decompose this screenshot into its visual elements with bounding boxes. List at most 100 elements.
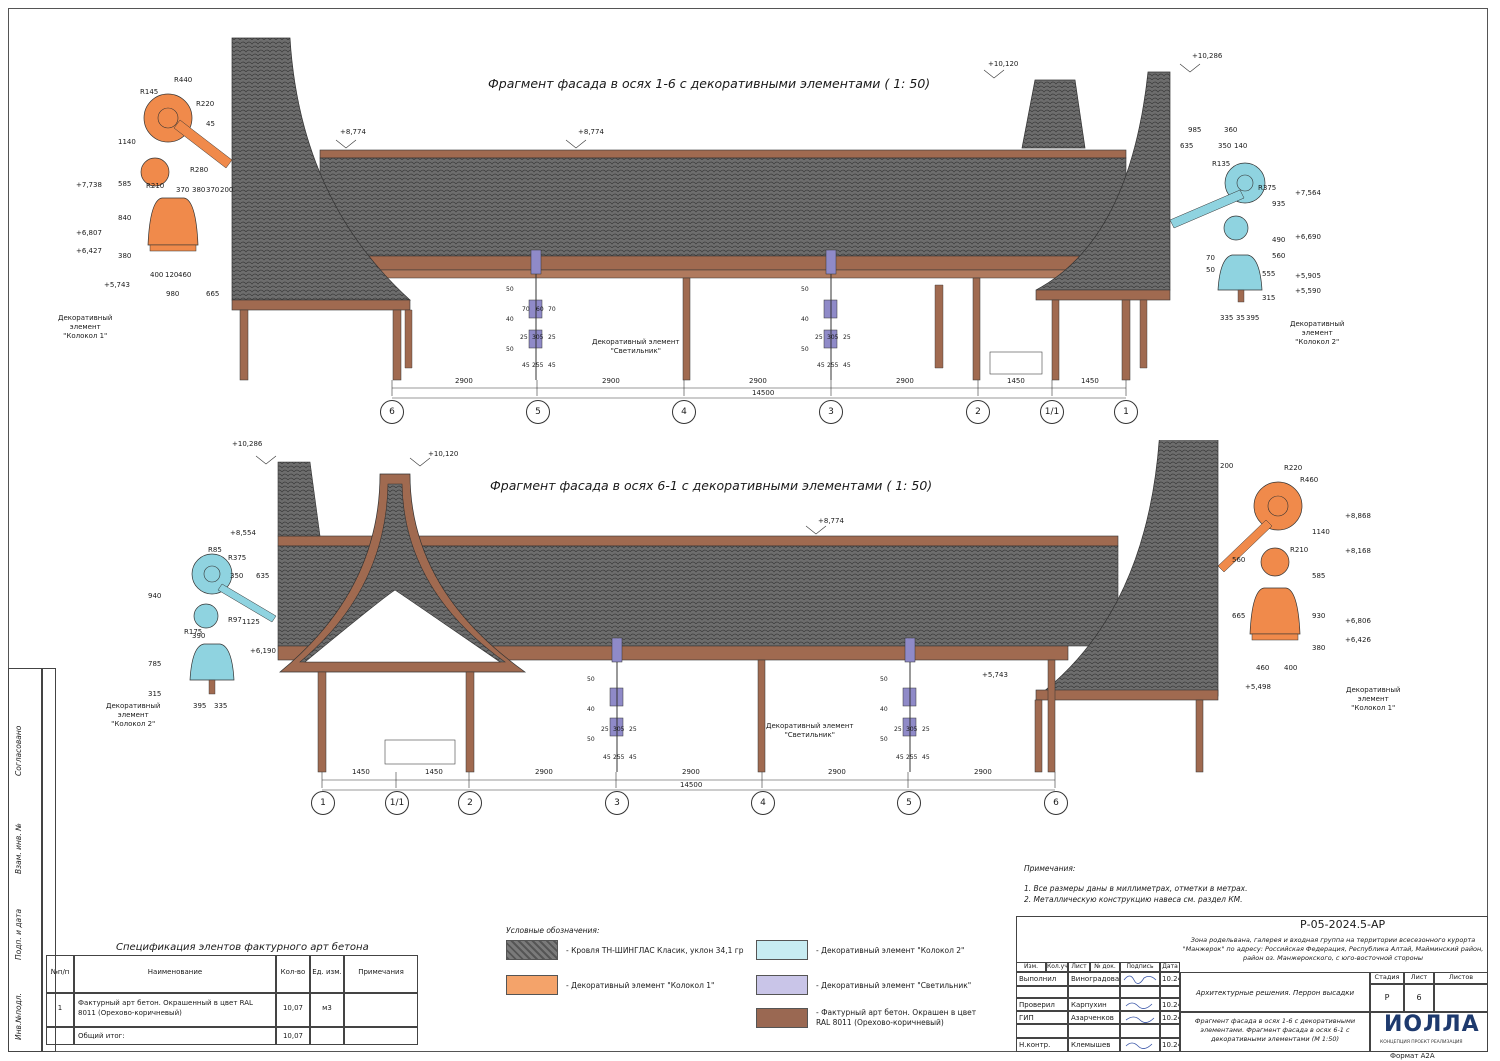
lamp-dim: 305 bbox=[613, 726, 625, 733]
dim-label: 635 bbox=[256, 572, 270, 580]
bottom-view-title: Фрагмент фасада в осях 6-1 с декоративны… bbox=[490, 478, 933, 493]
lamp-dim: 45 bbox=[629, 754, 637, 761]
lamp-dim: 45 bbox=[896, 754, 904, 761]
legend-swatch-bell1 bbox=[506, 975, 558, 995]
dim-label: R97 bbox=[228, 616, 242, 624]
level-mark: +6,806 bbox=[1345, 617, 1371, 625]
stage-header: Листов bbox=[1434, 972, 1488, 984]
dim-label: R440 bbox=[174, 76, 193, 84]
level-mark: +10,120 bbox=[428, 450, 459, 458]
dim-label: 555 bbox=[1262, 270, 1276, 278]
level-mark: +10,286 bbox=[1192, 52, 1223, 60]
tb-date: 10.24 bbox=[1160, 1038, 1180, 1052]
tb-signature bbox=[1120, 986, 1160, 998]
side-stamp-strip bbox=[42, 668, 56, 1052]
sheet-description: Фрагмент фасада в осях 1-6 с декоративны… bbox=[1180, 1012, 1370, 1052]
tb-name bbox=[1068, 1024, 1120, 1038]
stage-header: Стадия bbox=[1370, 972, 1404, 984]
bell2-label: Декоративный элемент "Колокол 2" bbox=[1290, 320, 1345, 346]
level-mark: +7,564 bbox=[1295, 189, 1321, 197]
lamp-dim: 305 bbox=[906, 726, 918, 733]
lamp-dim: 50 bbox=[587, 676, 595, 683]
top-view-title: Фрагмент фасада в осях 1-6 с декоративны… bbox=[488, 76, 931, 91]
axis-marker: 2 bbox=[966, 400, 990, 424]
legend-swatch-concrete bbox=[756, 1008, 808, 1028]
spec-cell: 1 bbox=[46, 993, 74, 1027]
tb-date: 10.24 bbox=[1160, 998, 1180, 1011]
sheet-format: Формат А2А bbox=[1390, 1052, 1435, 1060]
spec-cell: м3 bbox=[310, 993, 344, 1027]
dim-label: 200 bbox=[1220, 462, 1234, 470]
tb-role: Проверил bbox=[1016, 998, 1068, 1011]
dim-label: 400 bbox=[150, 271, 164, 279]
legend-swatch-roof bbox=[506, 940, 558, 960]
legend-item: - Декоративный элемент "Светильник" bbox=[816, 981, 972, 990]
dim-label: 400 bbox=[1284, 664, 1298, 672]
bell2-label: Декоративный элемент "Колокол 2" bbox=[106, 702, 161, 728]
tb-name: Карпухин bbox=[1068, 998, 1120, 1011]
section-name: Архитектурные решения. Перрон высадки bbox=[1180, 972, 1370, 1012]
dim-label: 390 bbox=[192, 632, 206, 640]
spec-header: Наименование bbox=[74, 955, 276, 993]
side-stamp-label: Подп. и дата bbox=[14, 908, 23, 960]
lamp-dim: 45 bbox=[603, 754, 611, 761]
company-logo: ИОЛЛА bbox=[1384, 1012, 1480, 1037]
doc-code: Р-05-2024.5-АР bbox=[1300, 918, 1386, 931]
level-mark: +8,774 bbox=[818, 517, 844, 525]
span-dim: 2900 bbox=[602, 377, 620, 385]
lamp-dim: 25 bbox=[922, 726, 930, 733]
side-stamp-label: Взам. инв. № bbox=[14, 823, 23, 874]
spec-cell: Фактурный арт бетон. Окрашенный в цвет R… bbox=[74, 993, 276, 1027]
dim-label: 980 bbox=[166, 290, 180, 298]
legend-swatch-lamp bbox=[756, 975, 808, 995]
dim-label: R280 bbox=[190, 166, 209, 174]
dim-label: 665 bbox=[206, 290, 220, 298]
lamp-dim: 255 bbox=[827, 362, 839, 369]
spec-cell bbox=[344, 993, 418, 1027]
tb-role: Выполнил bbox=[1016, 972, 1068, 986]
lamp-dim: 45 bbox=[817, 362, 825, 369]
dim-label: 935 bbox=[1272, 200, 1286, 208]
dim-label: 50 bbox=[1206, 266, 1215, 274]
spec-title: Спецификация элентов фактурного арт бето… bbox=[116, 942, 369, 953]
level-mark: +10,120 bbox=[988, 60, 1019, 68]
tb-header: Дата bbox=[1160, 962, 1180, 972]
dim-label: 665 bbox=[1232, 612, 1246, 620]
lamp-dim: 50 bbox=[880, 736, 888, 743]
dim-label: R210 bbox=[1290, 546, 1309, 554]
dim-label: 350 bbox=[230, 572, 244, 580]
spec-cell bbox=[310, 1027, 344, 1045]
bell1-label: Декоративный элемент "Колокол 1" bbox=[1346, 686, 1401, 712]
lamp-dim: 45 bbox=[522, 362, 530, 369]
legend-item: - Кровля ТН-ШИНГЛАС Класик, уклон 34,1 г… bbox=[566, 946, 744, 955]
dim-label: 335 bbox=[1220, 314, 1234, 322]
dim-label: R145 bbox=[140, 88, 159, 96]
signatures bbox=[1123, 975, 1157, 1049]
dim-label: 785 bbox=[148, 660, 162, 668]
lamp-dim: 305 bbox=[532, 334, 544, 341]
spec-header: №п/п bbox=[46, 955, 74, 993]
axis-marker: 1/1 bbox=[1040, 400, 1064, 424]
spec-header: Кол-во bbox=[276, 955, 310, 993]
company-tagline: КОНЦЕПЦИЯ ПРОЕКТ РЕАЛИЗАЦИЯ bbox=[1380, 1040, 1463, 1045]
tb-role bbox=[1016, 1024, 1068, 1038]
lamp-dim: 50 bbox=[587, 736, 595, 743]
legend-swatch-bell2 bbox=[756, 940, 808, 960]
span-dim: 2900 bbox=[828, 768, 846, 776]
lamp-dim: 50 bbox=[880, 676, 888, 683]
dim-label: 45 bbox=[206, 120, 215, 128]
total-dim: 14500 bbox=[752, 389, 775, 397]
lamp-dim: 25 bbox=[548, 334, 556, 341]
spec-header: Ед. изм. bbox=[310, 955, 344, 993]
dim-label: 560 bbox=[1272, 252, 1286, 260]
spec-cell bbox=[344, 1027, 418, 1045]
level-mark: +6,426 bbox=[1345, 636, 1371, 644]
side-stamp bbox=[8, 668, 42, 1052]
lamp-dim: 25 bbox=[601, 726, 609, 733]
sheet-frame bbox=[8, 8, 1488, 1052]
lamp-dim: 50 bbox=[801, 286, 809, 293]
dim-label: 360 bbox=[1224, 126, 1238, 134]
dim-label: 1125 bbox=[242, 618, 260, 626]
level-mark: +6,690 bbox=[1295, 233, 1321, 241]
lamp-dim: 25 bbox=[520, 334, 528, 341]
